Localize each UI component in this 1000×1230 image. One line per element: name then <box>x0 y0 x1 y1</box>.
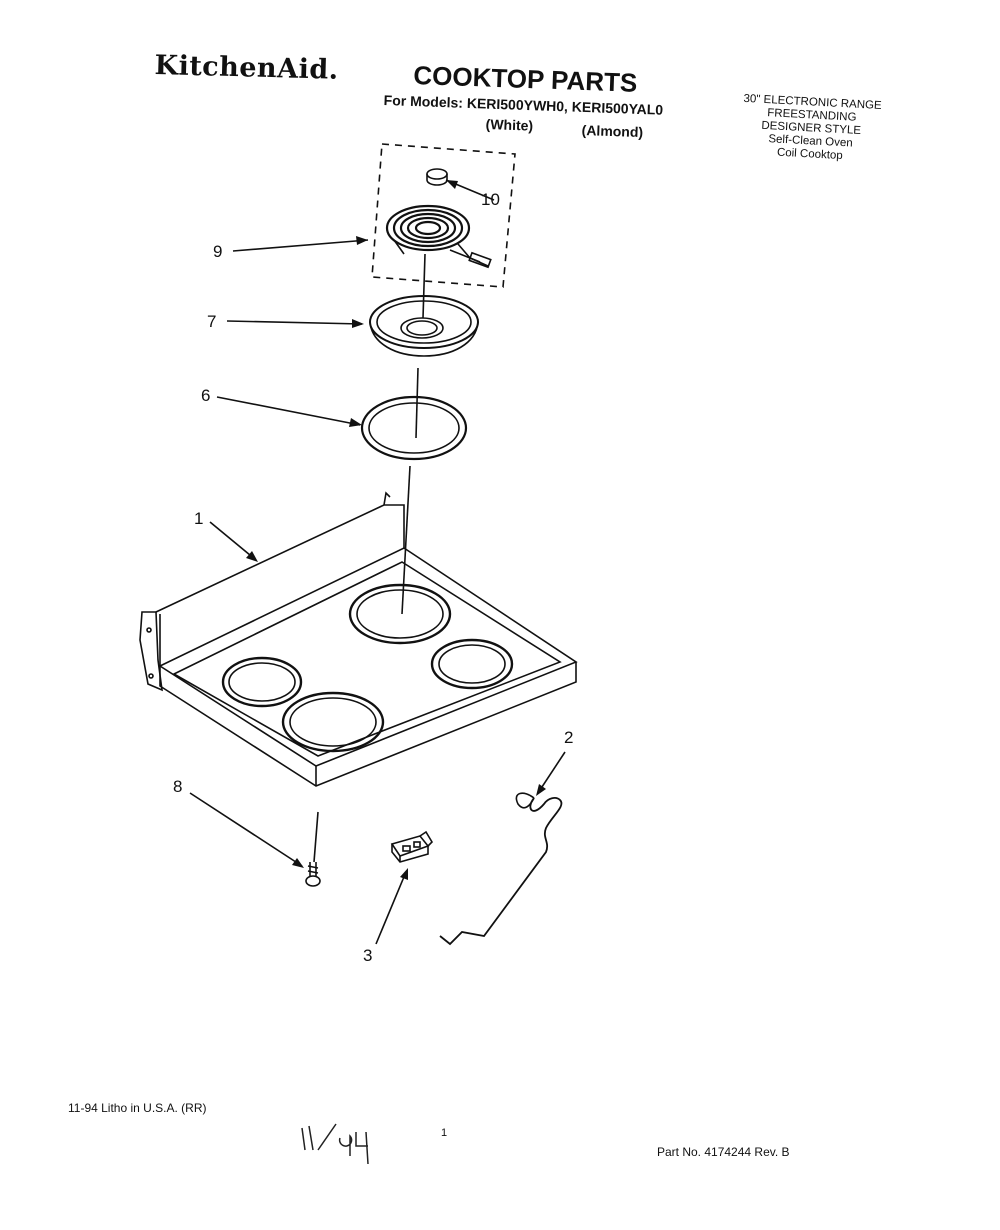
assembly-line <box>422 253 426 319</box>
arrowhead-1 <box>246 551 258 562</box>
leader-line-6 <box>216 396 361 426</box>
assembly-line <box>415 367 419 439</box>
callout-1: 1 <box>194 509 204 528</box>
part-6-trim-ring <box>360 395 468 461</box>
arrowhead-9 <box>356 236 368 245</box>
part-8-screw <box>305 862 321 887</box>
callout-3: 3 <box>363 946 373 965</box>
callout-2: 2 <box>564 728 574 747</box>
leader-line-7 <box>226 320 363 325</box>
arrowhead-7 <box>352 319 364 328</box>
assembly-line <box>313 811 319 863</box>
callout-8: 8 <box>173 777 183 796</box>
callout-6: 6 <box>201 386 211 405</box>
callout-10: 10 <box>481 190 500 209</box>
arrowhead-3 <box>400 868 408 880</box>
leader-line-1 <box>209 521 257 561</box>
part-1-cooktop <box>139 491 578 787</box>
part-9-coil-element <box>385 204 492 269</box>
arrowhead-6 <box>349 418 362 427</box>
litho-note: 11-94 Litho in U.S.A. (RR) <box>68 1101 207 1115</box>
leader-line-2 <box>537 751 566 794</box>
part-2-wire-retainer <box>439 792 563 946</box>
callout-7: 7 <box>207 312 217 331</box>
assembly-line <box>401 465 411 615</box>
leader-line-9 <box>232 239 369 252</box>
arrowhead-10 <box>446 180 458 189</box>
assembly-dashed-box <box>371 143 516 288</box>
handwritten-date-note <box>301 1123 369 1165</box>
arrowhead-8 <box>292 858 304 868</box>
part-number: Part No. 4174244 Rev. B <box>657 1145 790 1159</box>
part-10-cap <box>426 168 448 186</box>
part-3-bracket <box>390 830 434 863</box>
page-number: 1 <box>441 1127 448 1139</box>
arrowhead-2 <box>536 784 546 796</box>
leader-line-8 <box>189 792 303 867</box>
callout-9: 9 <box>213 242 223 261</box>
leader-line-3 <box>375 871 407 945</box>
